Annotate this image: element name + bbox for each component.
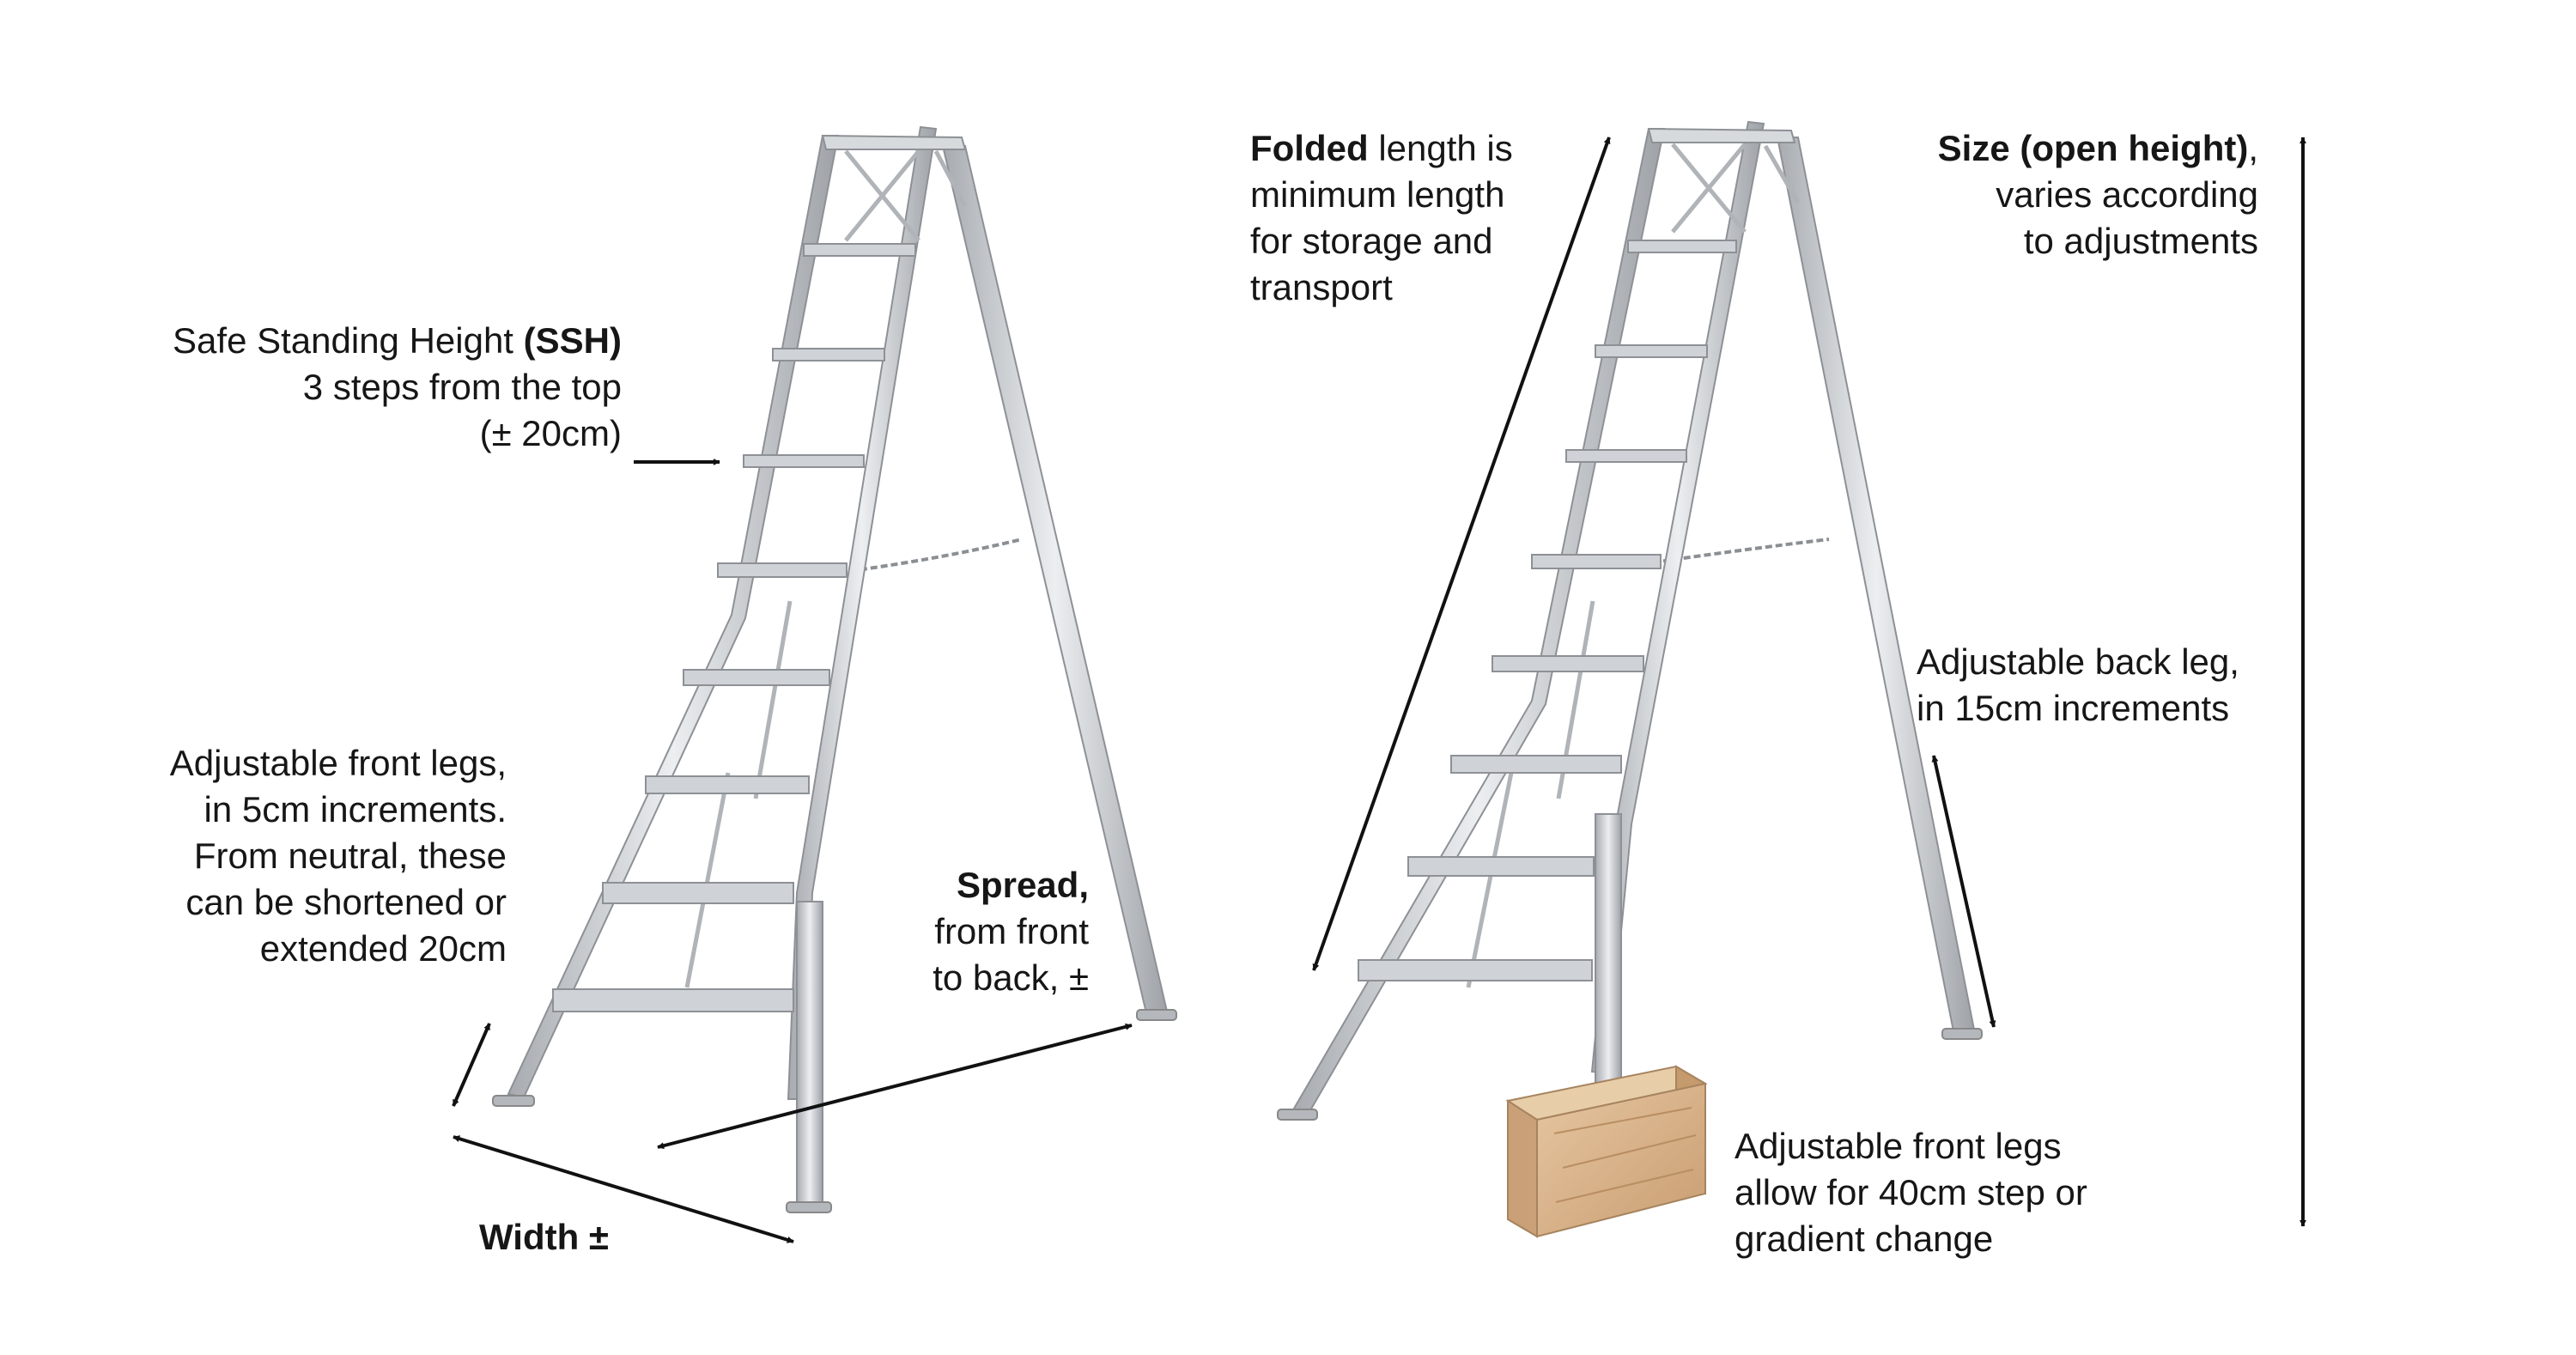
width-label: Width ± <box>479 1214 609 1261</box>
front-leg-adjust-arrow <box>452 1023 491 1107</box>
back-leg-label: Adjustable back leg, in 15cm increments <box>1917 639 2239 732</box>
cross-brace <box>1466 143 1801 988</box>
ssh-line2: 3 steps from the top <box>302 367 622 407</box>
step-change-line1: Adjustable front legs <box>1735 1126 2062 1166</box>
rung <box>1492 655 1644 672</box>
size-line2: varies according <box>1996 174 2258 215</box>
front-legs-line2: in 5cm increments. <box>204 789 507 829</box>
rung <box>1358 959 1593 981</box>
size-line3: to adjustments <box>2023 221 2258 261</box>
size-bold: Size (open height) <box>1937 128 2249 168</box>
top-platform <box>1647 127 1796 143</box>
folded-line2: minimum length <box>1250 174 1505 215</box>
front-legs-line1: Adjustable front legs, <box>169 743 507 783</box>
folded-line4: transport <box>1250 267 1393 307</box>
step-change-label: Adjustable front legs allow for 40cm ste… <box>1735 1123 2087 1262</box>
back-leg-adjust-arrow <box>1931 755 1996 1028</box>
spread-arrow <box>657 1023 1133 1150</box>
rung <box>717 562 848 578</box>
rung <box>1407 856 1595 877</box>
wooden-block <box>1505 1065 1708 1238</box>
dimension-arrows <box>452 137 2306 1243</box>
front-legs-line4: can be shortened or <box>185 882 507 922</box>
front-legs-line3: From neutral, these <box>193 835 507 876</box>
rung <box>743 454 865 468</box>
folded-line1-rest: length is <box>1368 128 1513 168</box>
front-legs-line5: extended 20cm <box>259 928 507 969</box>
front-left-foot <box>492 1095 535 1107</box>
back-leg <box>1776 137 1977 1037</box>
cross-brace <box>684 149 968 988</box>
front-leg-foot <box>786 1201 832 1213</box>
rungs <box>1358 240 1737 981</box>
folded-bold: Folded <box>1250 128 1369 168</box>
size-label: Size (open height), varies according to … <box>1938 125 2258 264</box>
front-legs-adjust-label: Adjustable front legs, in 5cm increments… <box>170 740 507 972</box>
back-leg-line2: in 15cm increments <box>1917 688 2230 728</box>
spread-bold: Spread, <box>956 865 1089 905</box>
back-leg-foot <box>1136 1009 1177 1021</box>
ssh-line1: Safe Standing Height (SSH) <box>173 318 622 364</box>
spread-line3: to back, ± <box>933 957 1089 998</box>
front-leg-adjuster <box>796 901 823 1212</box>
rung <box>602 882 794 904</box>
width-arrow <box>453 1135 794 1243</box>
width-bold: Width ± <box>479 1217 609 1257</box>
rung <box>1531 554 1662 569</box>
chain <box>849 538 1023 573</box>
step-change-line3: gradient change <box>1735 1218 1994 1259</box>
ssh-line1-text: Safe Standing Height <box>173 320 524 361</box>
rung <box>683 669 830 686</box>
rung <box>645 775 810 794</box>
step-change-line2: allow for 40cm step or <box>1735 1172 2087 1212</box>
rung <box>552 988 794 1012</box>
rungs <box>552 243 916 1012</box>
rung <box>772 348 885 362</box>
folded-label: Folded length is minimum length for stor… <box>1250 125 1513 311</box>
front-left-foot <box>1277 1109 1318 1121</box>
folded-length-arrow <box>1312 137 1611 971</box>
size-line1-rest: , <box>2248 128 2258 168</box>
rung <box>1595 344 1708 358</box>
ssh-line3: (± 20cm) <box>479 413 622 453</box>
ssh-label: Safe Standing Height (SSH) 3 steps from … <box>173 318 622 457</box>
ssh-line1-bold: (SSH) <box>523 320 622 361</box>
front-leg-adjuster <box>1595 813 1622 1090</box>
rung <box>1565 449 1687 463</box>
spread-label: Spread, from front to back, ± <box>933 862 1089 1001</box>
top-platform <box>821 134 967 150</box>
ladder-left <box>492 125 1177 1213</box>
rung <box>1450 755 1622 774</box>
folded-line3: for storage and <box>1250 221 1493 261</box>
rung <box>803 243 916 257</box>
back-leg-foot <box>1941 1028 1983 1040</box>
rung <box>1627 240 1737 253</box>
back-leg-line1: Adjustable back leg, <box>1917 641 2239 682</box>
spread-line2: from front <box>934 911 1089 951</box>
